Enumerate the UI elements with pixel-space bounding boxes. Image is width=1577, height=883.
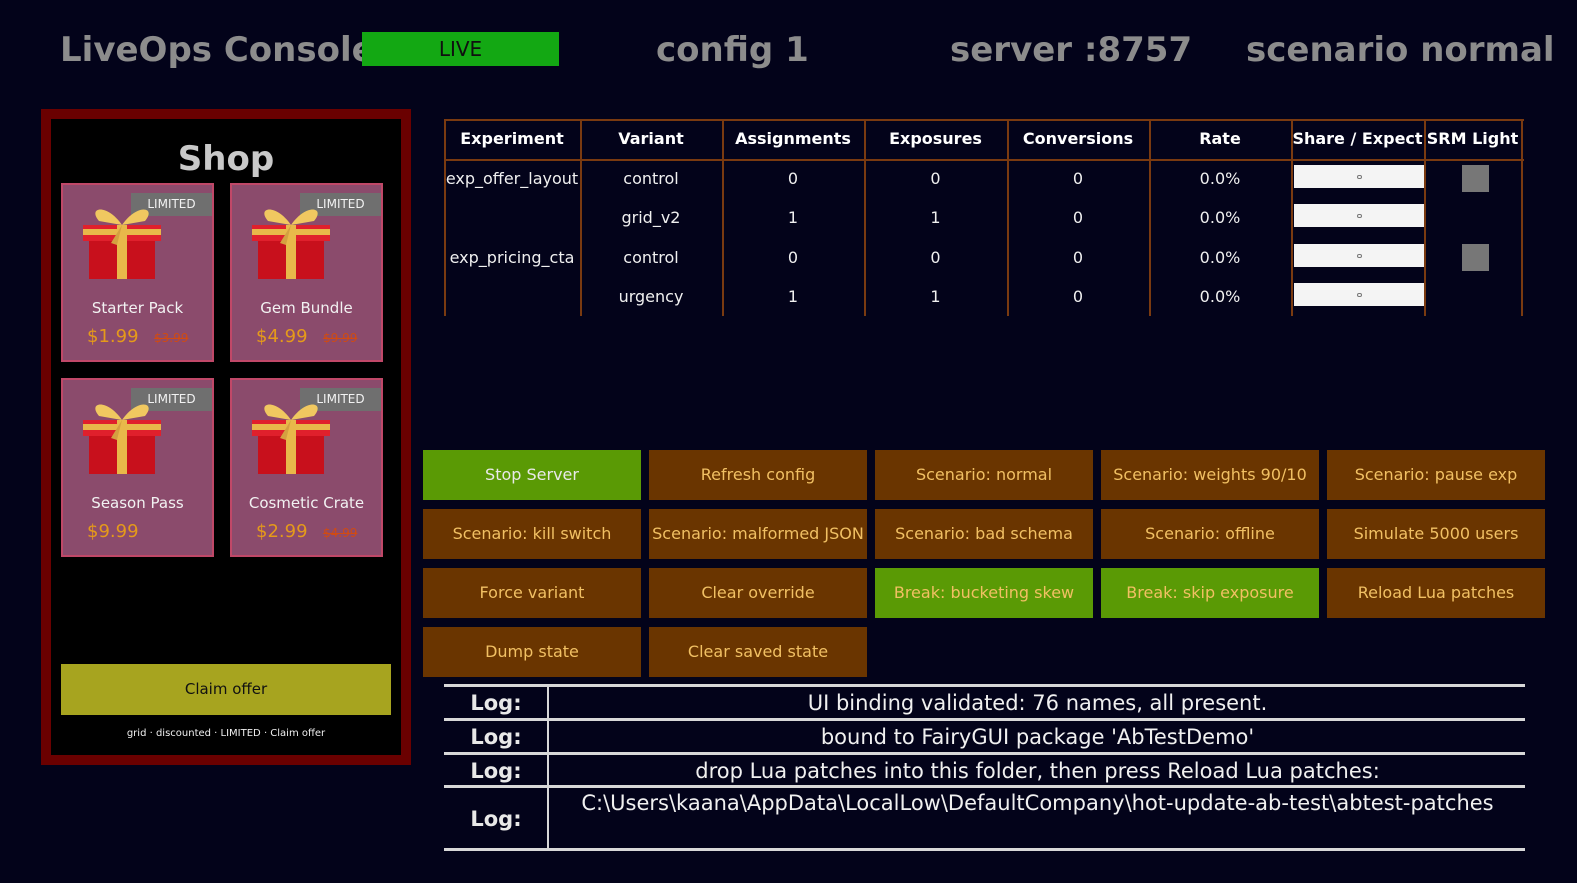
live-status-badge: LIVE xyxy=(362,32,559,66)
scenario-normal-button[interactable]: Scenario: normal xyxy=(875,450,1093,500)
card-name: Cosmetic Crate xyxy=(248,494,365,512)
card-price: $2.99 xyxy=(256,521,308,542)
table-cell-exposures: 0 xyxy=(930,248,941,267)
card-name: Gem Bundle xyxy=(260,299,353,317)
scenario-pause-exp-button[interactable]: Scenario: pause exp xyxy=(1327,450,1545,500)
shop-card-season-pass[interactable]: LIMITED Season Pass $9.99 xyxy=(61,378,214,557)
log-label: Log: xyxy=(470,807,522,831)
table-cell-variant: urgency xyxy=(618,287,684,306)
dump-state-button[interactable]: Dump state xyxy=(423,627,641,677)
table-cell-variant: grid_v2 xyxy=(621,208,681,227)
scenario-malformed-json-button[interactable]: Scenario: malformed JSON xyxy=(649,509,867,559)
limited-badge: LIMITED xyxy=(300,193,381,216)
card-old-price: $9.99 xyxy=(323,331,358,345)
simulate-users-button[interactable]: Simulate 5000 users xyxy=(1327,509,1545,559)
shop-card-starter-pack[interactable]: LIMITED Starter Pack $1.99 $3.99 xyxy=(61,183,214,362)
table-cell-assignments: 0 xyxy=(787,169,799,188)
log-message: UI binding validated: 76 names, all pres… xyxy=(807,691,1268,715)
shop-card-cosmetic-crate[interactable]: LIMITED Cosmetic Crate $2.99 $4.99 xyxy=(230,378,383,557)
table-cell-assignments: 0 xyxy=(787,248,799,267)
log-entry: Log: bound to FairyGUI package 'AbTestDe… xyxy=(444,718,1525,752)
limited-badge: LIMITED xyxy=(131,388,212,411)
refresh-config-button[interactable]: Refresh config xyxy=(649,450,867,500)
experiment-table: Experiment Variant Assignments Exposures… xyxy=(444,119,1524,316)
gift-icon xyxy=(252,209,330,279)
table-cell-rate: 0.0% xyxy=(1199,208,1241,227)
srm-light-indicator xyxy=(1462,244,1489,271)
card-name: Starter Pack xyxy=(91,299,184,317)
share-expect-bar xyxy=(1294,165,1424,188)
log-label: Log: xyxy=(470,725,522,749)
shop-panel: Shop LIMITED Starter Pack $1.99 $3.99 LI… xyxy=(41,109,411,765)
server-label: server :8757 xyxy=(950,30,1193,70)
clear-override-button[interactable]: Clear override xyxy=(649,568,867,618)
log-message: drop Lua patches into this folder, then … xyxy=(695,759,1380,783)
gift-icon xyxy=(252,404,330,474)
force-variant-button[interactable]: Force variant xyxy=(423,568,641,618)
col-header-conversions: Conversions xyxy=(1022,129,1134,148)
scenario-weights-button[interactable]: Scenario: weights 90/10 xyxy=(1101,450,1319,500)
card-price: $1.99 xyxy=(87,326,139,347)
col-header-experiment: Experiment xyxy=(460,129,564,148)
scenario-offline-button[interactable]: Scenario: offline xyxy=(1101,509,1319,559)
table-cell-exposures: 1 xyxy=(930,208,941,227)
card-old-price: $3.99 xyxy=(154,331,189,345)
stop-server-button[interactable]: Stop Server xyxy=(423,450,641,500)
col-header-share-expect: Share / Expect xyxy=(1292,129,1423,148)
card-price: $4.99 xyxy=(256,326,308,347)
card-price: $9.99 xyxy=(87,521,139,542)
table-cell-exposures: 1 xyxy=(930,287,941,306)
table-cell-rate: 0.0% xyxy=(1199,169,1241,188)
reload-lua-patches-button[interactable]: Reload Lua patches xyxy=(1327,568,1545,618)
table-cell-experiment: exp_pricing_cta xyxy=(449,248,575,267)
app-title: LiveOps Console xyxy=(60,30,375,70)
share-expect-bar xyxy=(1294,283,1424,306)
log-label: Log: xyxy=(470,759,522,783)
scenario-bad-schema-button[interactable]: Scenario: bad schema xyxy=(875,509,1093,559)
limited-badge: LIMITED xyxy=(300,388,381,411)
break-bucketing-skew-button[interactable]: Break: bucketing skew xyxy=(875,568,1093,618)
table-cell-conversions: 0 xyxy=(1072,169,1084,188)
claim-offer-button[interactable]: Claim offer xyxy=(61,664,391,715)
share-expect-bar xyxy=(1294,204,1424,227)
table-cell-rate: 0.0% xyxy=(1199,287,1241,306)
log-entry: Log: UI binding validated: 76 names, all… xyxy=(444,684,1525,718)
gift-icon xyxy=(83,404,161,474)
share-expect-bar xyxy=(1294,244,1424,267)
table-cell-variant: control xyxy=(623,248,679,267)
card-old-price: $4.99 xyxy=(323,526,358,540)
log-entry: Log: drop Lua patches into this folder, … xyxy=(444,752,1525,785)
table-cell-experiment: exp_offer_layout xyxy=(445,169,579,188)
col-header-variant: Variant xyxy=(618,129,684,148)
table-cell-rate: 0.0% xyxy=(1199,248,1241,267)
col-header-rate: Rate xyxy=(1199,129,1241,148)
limited-badge: LIMITED xyxy=(131,193,212,216)
table-cell-exposures: 0 xyxy=(930,169,941,188)
clear-saved-state-button[interactable]: Clear saved state xyxy=(649,627,867,677)
gift-icon xyxy=(83,209,161,279)
col-header-assignments: Assignments xyxy=(735,129,851,148)
srm-light-indicator xyxy=(1462,165,1489,192)
config-label: config 1 xyxy=(656,30,809,70)
log-message: bound to FairyGUI package 'AbTestDemo' xyxy=(820,725,1255,749)
table-cell-conversions: 0 xyxy=(1072,248,1084,267)
scenario-label: scenario normal xyxy=(1246,30,1555,70)
break-skip-exposure-button[interactable]: Break: skip exposure xyxy=(1101,568,1319,618)
shop-footnote: grid · discounted · LIMITED · Claim offe… xyxy=(126,728,326,739)
shop-card-gem-bundle[interactable]: LIMITED Gem Bundle $4.99 $9.99 xyxy=(230,183,383,362)
table-cell-conversions: 0 xyxy=(1072,208,1084,227)
table-cell-variant: control xyxy=(623,169,679,188)
col-header-srm-light: SRM Light xyxy=(1426,129,1519,148)
table-cell-assignments: 1 xyxy=(787,287,799,306)
log-label: Log: xyxy=(470,691,522,715)
scenario-kill-switch-button[interactable]: Scenario: kill switch xyxy=(423,509,641,559)
table-cell-assignments: 1 xyxy=(787,208,799,227)
table-cell-conversions: 0 xyxy=(1072,287,1084,306)
card-name: Season Pass xyxy=(91,494,184,512)
col-header-exposures: Exposures xyxy=(889,129,982,148)
log-message: C:\Users\kaana\AppData\LocalLow\DefaultC… xyxy=(581,791,1494,815)
shop-title: Shop xyxy=(177,139,275,179)
log-entry: Log: C:\Users\kaana\AppData\LocalLow\Def… xyxy=(444,785,1525,848)
